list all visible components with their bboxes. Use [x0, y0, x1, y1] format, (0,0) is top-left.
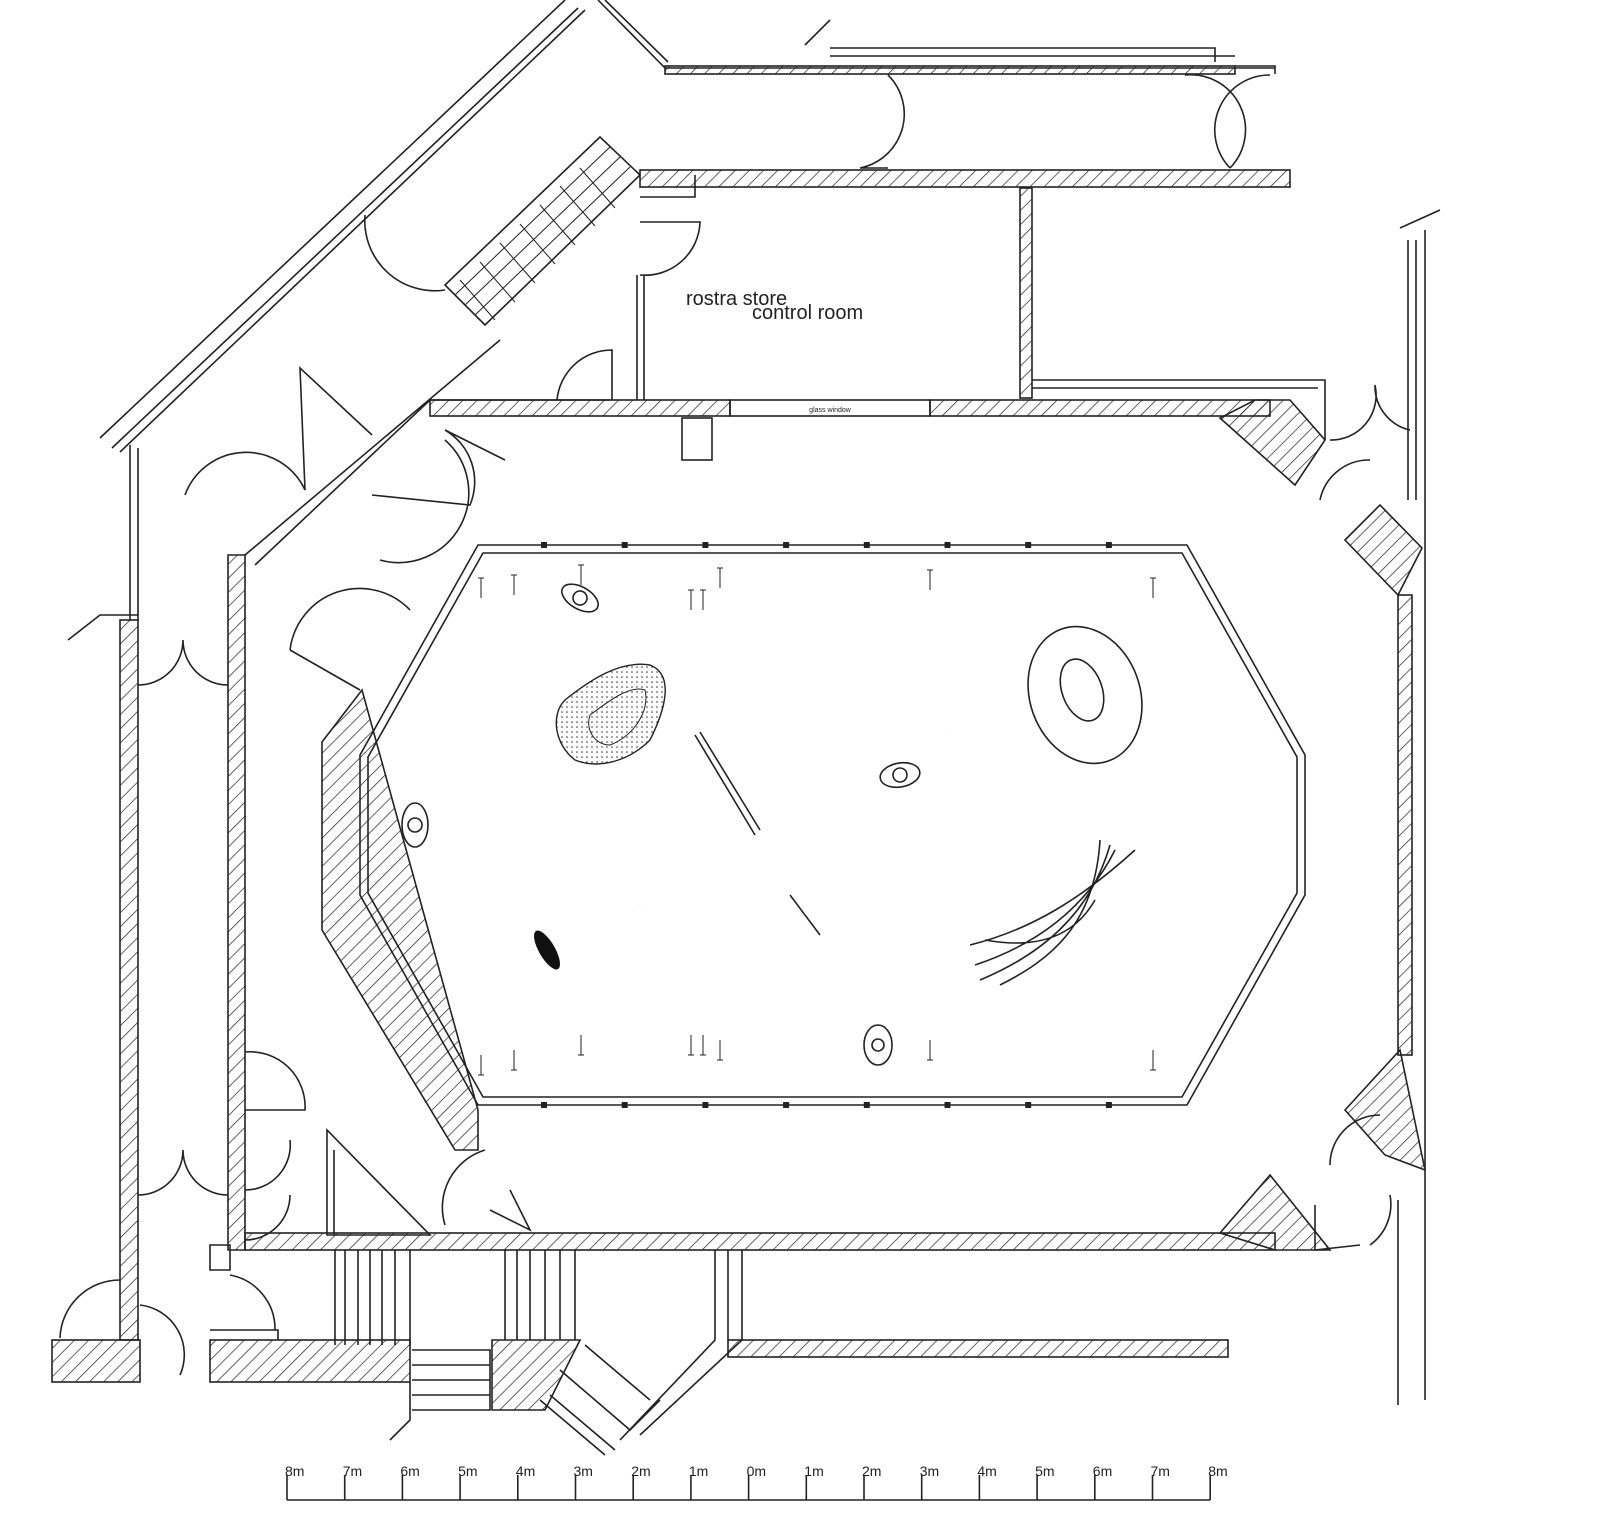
microphone-icon: [511, 574, 517, 595]
stage-props: [534, 625, 1143, 986]
microphone-icon: [1150, 1050, 1156, 1071]
microphone-icon: [1150, 577, 1156, 598]
microphone-icon: [688, 589, 694, 610]
scale-label: 6m: [400, 1463, 419, 1479]
top-corridor: [597, 0, 1291, 188]
left-corridor: [51, 614, 306, 1383]
prop-ring: [1027, 625, 1143, 765]
scale-label: 1m: [804, 1463, 823, 1479]
scale-label: 0m: [747, 1463, 766, 1479]
microphone-icon: [927, 569, 933, 590]
stage-post: [1025, 542, 1032, 548]
bottom-entrance: [209, 1244, 1229, 1456]
scale-label: 2m: [862, 1463, 881, 1479]
stage-post: [783, 1102, 790, 1108]
right-outer-wall: [1319, 209, 1441, 1405]
stage-post: [863, 1102, 870, 1108]
auditorium-bottom-wall: [244, 1173, 1361, 1251]
stage-post: [783, 542, 790, 548]
prop-pole: [694, 731, 761, 836]
microphone-icon: [927, 1040, 933, 1061]
scale-label: 4m: [516, 1463, 535, 1479]
stage-post: [702, 1102, 709, 1108]
stage-post: [541, 1102, 547, 1108]
scale-label: 1m: [689, 1463, 708, 1479]
control-room: rostra store control room: [556, 175, 1033, 401]
stage-post: [1105, 1102, 1112, 1108]
scale-label: 8m: [1208, 1463, 1227, 1479]
microphone-icon: [511, 1050, 517, 1071]
stage-post: [1025, 1102, 1032, 1108]
scale-label: 5m: [458, 1463, 477, 1479]
control-room-label: control room: [752, 302, 863, 324]
microphone-icon: [578, 564, 584, 585]
scale-label: 2m: [631, 1463, 650, 1479]
microphone-stands: [478, 564, 1156, 1076]
scale-label: 4m: [977, 1463, 996, 1479]
inner-diagonal-wall: [227, 339, 610, 1251]
glass-window-label: glass window: [809, 407, 852, 414]
prop-dark-object: [534, 930, 560, 970]
microphone-icon: [478, 1055, 484, 1076]
scale-label: 5m: [1035, 1463, 1054, 1479]
stage-post: [863, 542, 870, 548]
stage-post: [944, 542, 951, 548]
scale-label: 3m: [920, 1463, 939, 1479]
scale-label: 6m: [1093, 1463, 1112, 1479]
performer-figures: [401, 583, 921, 1066]
stage-post: [621, 1102, 628, 1108]
scale-label: 8m: [285, 1463, 304, 1479]
stage-post: [944, 1102, 951, 1108]
microphone-icon: [578, 1035, 584, 1056]
rostra-store-label: rostra store: [686, 288, 787, 310]
scale-label: 7m: [1151, 1463, 1170, 1479]
stage-post: [1105, 542, 1112, 548]
scale-label: 7m: [343, 1463, 362, 1479]
microphone-icon: [717, 567, 723, 588]
microphone-icon: [700, 589, 706, 610]
microphone-icon: [688, 1035, 694, 1056]
stage-post: [621, 542, 628, 548]
outer-diagonal-wall: [99, 0, 586, 620]
microphone-icon: [700, 1035, 706, 1056]
scale-bar: 8m 7m 6m 5m 4m 3m 2m 1m 0m 1m 2m 3m 4m 5m 6m 7m 8m: [285, 1463, 1228, 1501]
microphone-icon: [478, 577, 484, 598]
stage-post: [702, 542, 709, 548]
staircase-top: [443, 135, 642, 327]
auditorium-top-wall: glass window: [429, 379, 1327, 487]
stage-octagon: [359, 542, 1306, 1108]
microphone-icon: [717, 1040, 723, 1061]
scale-label: 3m: [574, 1463, 593, 1479]
lighting-box: [681, 417, 713, 461]
prop-blob: [555, 663, 666, 765]
stage-post: [541, 542, 547, 548]
prop-branches: [969, 839, 1136, 986]
